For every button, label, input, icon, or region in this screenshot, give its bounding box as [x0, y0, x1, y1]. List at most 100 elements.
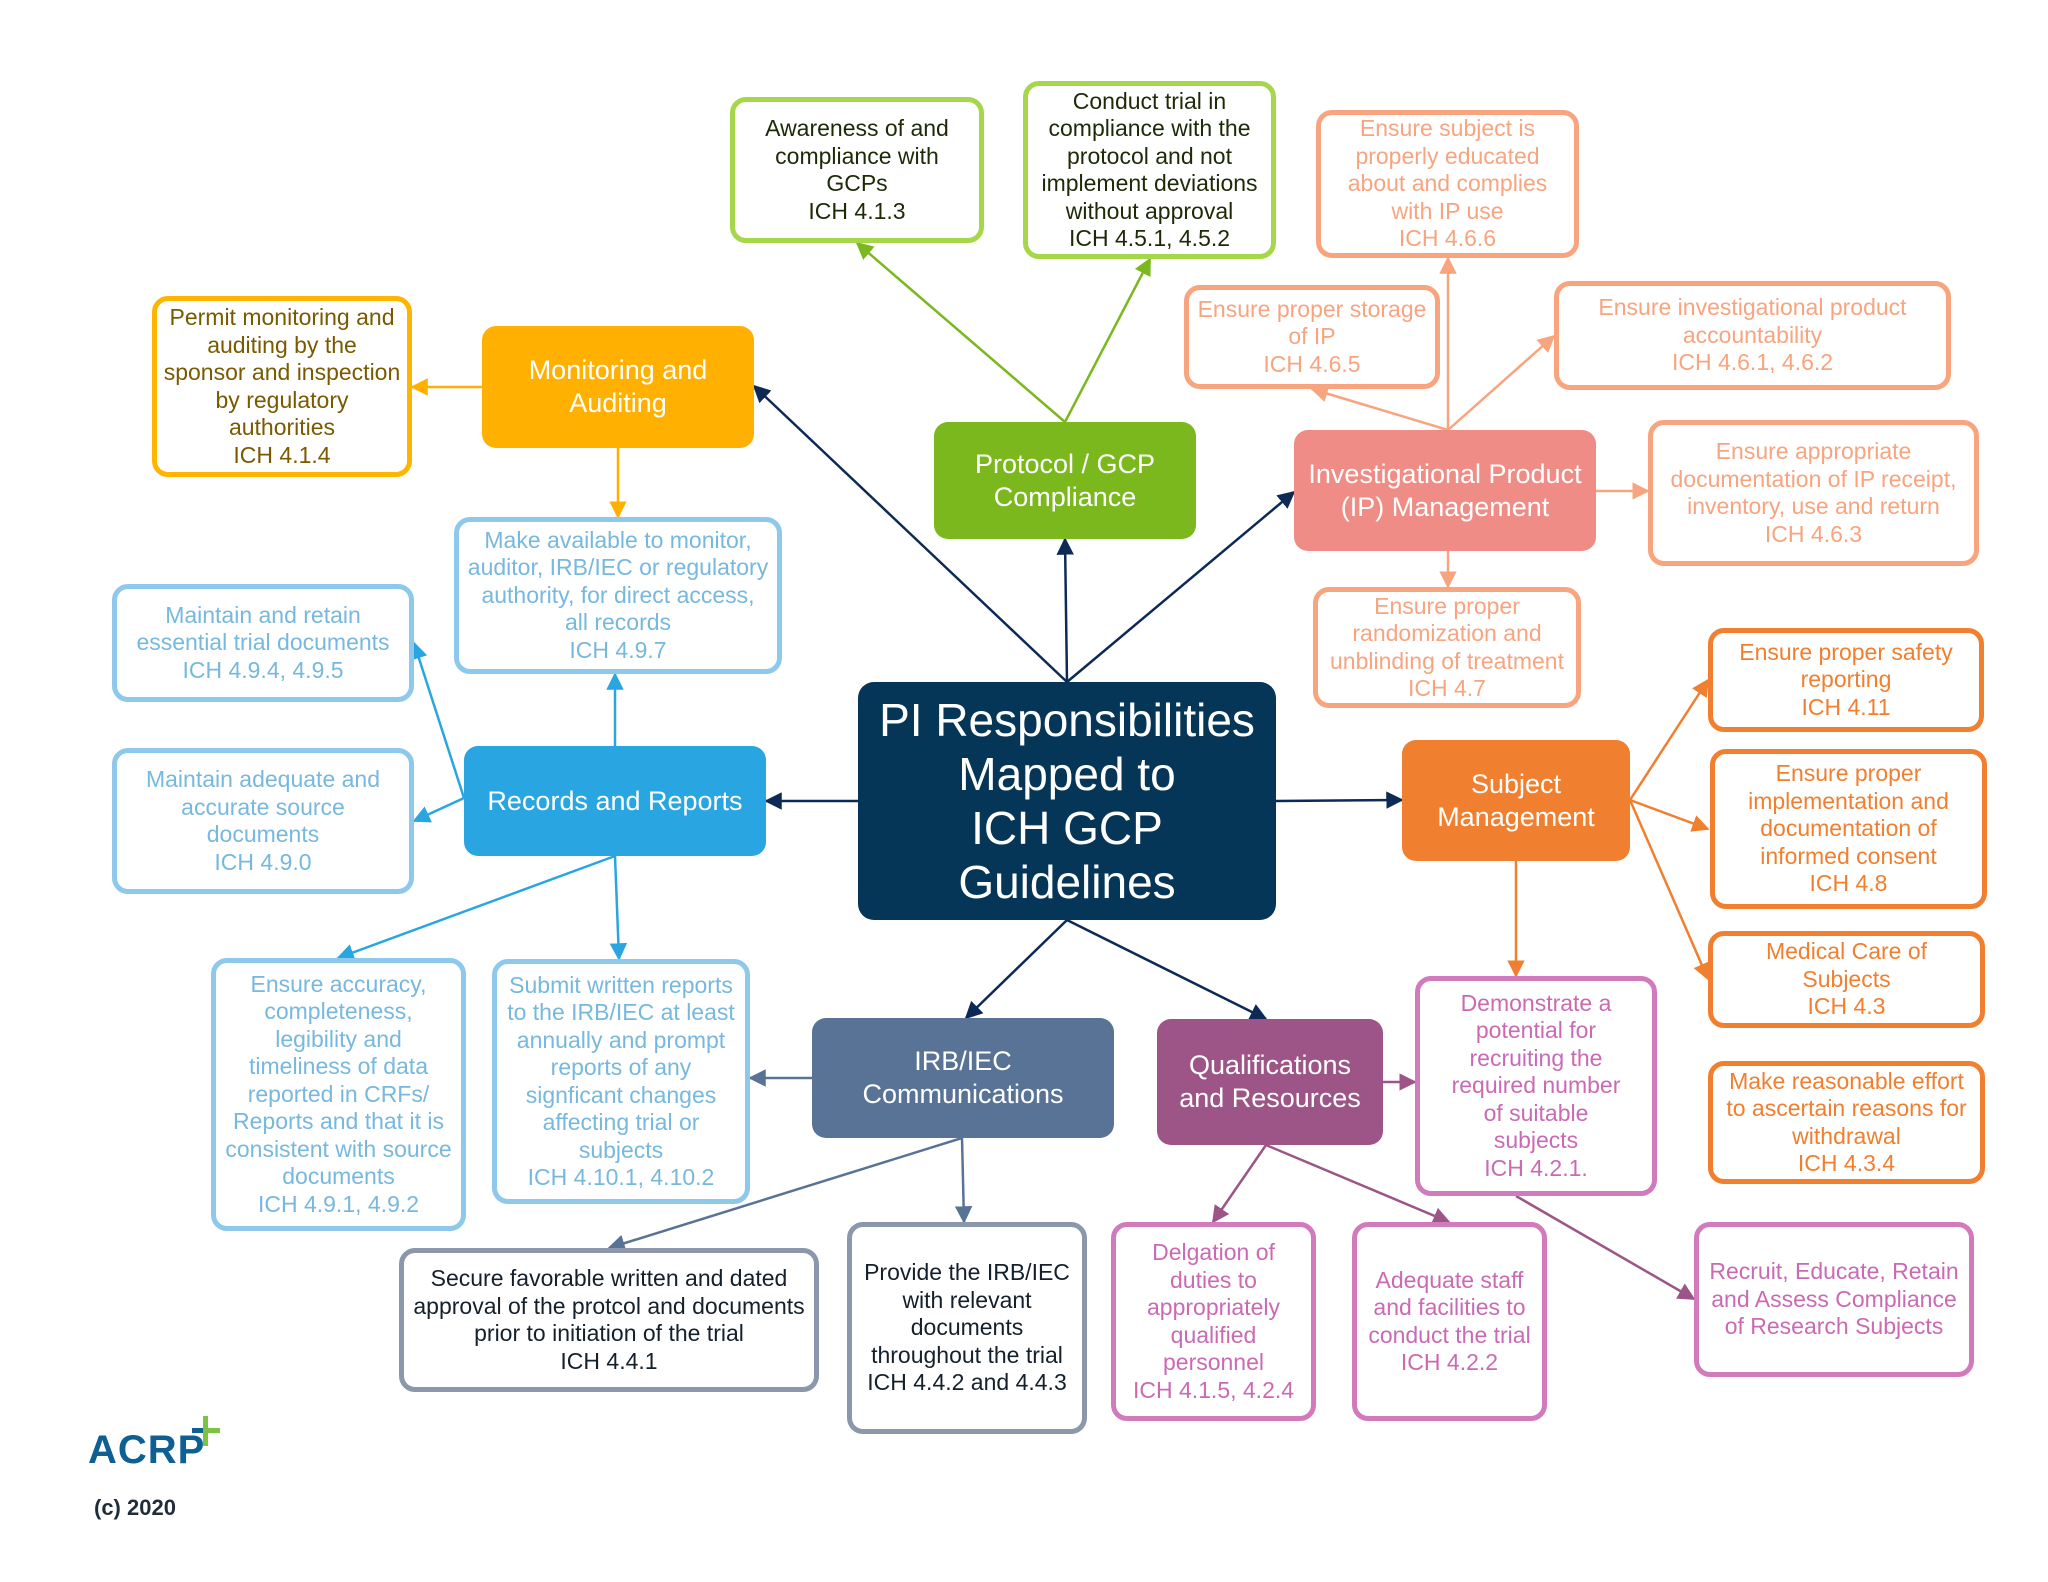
node-text-line: subjects [578, 1136, 664, 1163]
node-text-line: and Resources [1179, 1083, 1361, 1113]
node-text-line: Subjects [1802, 965, 1891, 992]
node-text-line: about and complies [1347, 170, 1548, 197]
node-text-line: essential trial documents [136, 629, 390, 656]
node-text-line: ICH 4.9.4, 4.9.5 [182, 656, 344, 683]
connector-arrow [1628, 799, 1710, 981]
node-text-line: ICH 4.6.5 [1263, 350, 1361, 377]
node-text-line: annually and prompt [516, 1026, 726, 1053]
node-text-line: Conduct trial in [1072, 87, 1227, 114]
node-text-line: duties to [1170, 1266, 1257, 1293]
node-text-line: Guidelines [958, 856, 1176, 908]
node-text-line: ICH 4.2.2 [1400, 1349, 1499, 1375]
node-text-line: Auditing [569, 388, 667, 418]
node-text-line: Communications [862, 1079, 1064, 1109]
connector-arrow [412, 796, 465, 823]
node-text-line: reports of any [550, 1054, 692, 1080]
node-text-line: recruiting the [1469, 1044, 1603, 1071]
node-text-line: Compliance [993, 481, 1137, 512]
node-text-line: required number [1451, 1072, 1621, 1099]
node-text-line: ICH 4.3 [1807, 993, 1886, 1020]
node-text-line: legibility and [275, 1025, 402, 1052]
connector-arrow [336, 854, 616, 961]
node-text-line: GCPs [826, 170, 888, 196]
node-text-line: prior to initiation of the trial [474, 1320, 744, 1346]
node-text-line: conduct the trial [1368, 1321, 1531, 1348]
node-text-line: Management [1437, 801, 1595, 832]
connector-arrow [1629, 798, 1710, 832]
node-text-line: Permit monitoring and [169, 304, 395, 330]
connector-arrow [1310, 385, 1449, 432]
node-text-line: (IP) Management [1340, 491, 1550, 522]
connector-arrow [1211, 1144, 1268, 1224]
node-text-line: Ensure appropriate [1715, 438, 1912, 464]
node-text-line: subjects [1493, 1127, 1579, 1154]
connector-arrow [1275, 791, 1404, 809]
node-text-line: approval of the protcol and documents [413, 1292, 805, 1319]
node-text-line: Mapped to [958, 748, 1176, 800]
node-text-line: Ensure proper safety [1739, 638, 1953, 665]
node-text-line: accountability [1682, 321, 1823, 348]
node-text-line: throughout the trial [871, 1341, 1063, 1368]
node-text-line: ICH 4.9.7 [569, 636, 667, 663]
node-text-line: ICH 4.1.4 [233, 441, 331, 468]
node-text-line: auditing by the [207, 331, 357, 358]
node-text-line: signficant changes [525, 1081, 717, 1108]
connector-arrow [964, 919, 1068, 1020]
node-text-line: with relevant [902, 1286, 1032, 1313]
node-text-line: reported in CRFs/ [247, 1080, 430, 1107]
connector-arrow [855, 241, 1066, 423]
node-text-line: ICH 4.9.0 [214, 848, 312, 875]
node-text-line: Make reasonable effort [1729, 1067, 1964, 1094]
node-text-line: ICH 4.5.1, 4.5.2 [1068, 225, 1231, 251]
node-text-line: PI Responsibilities [879, 694, 1255, 746]
category-node-ip: Investigational Product(IP) Management [1294, 430, 1596, 551]
connector-arrow [1056, 537, 1074, 683]
node-text-line: of IP [1288, 323, 1336, 350]
node-text-line: affecting trial or [542, 1109, 700, 1135]
node-text-line: protocol and not [1067, 142, 1232, 169]
connector-arrow [1515, 1194, 1696, 1301]
connector-arrow [1447, 334, 1556, 431]
node-text-line: Medical Care of [1765, 938, 1928, 965]
node-text-line: ICH 4.2.1. [1484, 1154, 1588, 1181]
node-text-line: ICH 4.3.4 [1797, 1150, 1896, 1176]
node-text-line: with IP use [1391, 197, 1504, 224]
node-text-line: Monitoring and [528, 355, 708, 385]
node-text-line: authority, for direct access, [481, 581, 755, 608]
node-text-line: personnel [1162, 1349, 1265, 1375]
node-text-line: randomization and [1352, 620, 1542, 646]
node-text-line: of suitable [1483, 1099, 1589, 1126]
node-text-line: without approval [1065, 197, 1234, 224]
acrp-logo-text: ACRP [88, 1428, 206, 1472]
node-text-line: authorities [228, 414, 336, 440]
node-text-line: timeliness of data [249, 1053, 428, 1080]
node-text-line: documents [206, 821, 320, 847]
node-text-line: Records and Reports [487, 785, 743, 816]
node-text-line: qualified [1170, 1321, 1257, 1348]
node-text-line: Recruit, Educate, Retain [1709, 1258, 1959, 1285]
node-text-line: documents [282, 1163, 395, 1190]
connector-arrow [1063, 257, 1152, 423]
node-text-line: compliance with [775, 142, 939, 169]
node-text-line: potential for [1475, 1017, 1597, 1044]
node-text-line: ICH 4.1.3 [808, 197, 906, 224]
node-text-line: ICH 4.1.5, 4.2.4 [1132, 1376, 1295, 1403]
connector-arrow [752, 384, 1068, 683]
node-text-line: Ensure subject is [1359, 115, 1536, 142]
node-text-line: and facilities to [1373, 1294, 1526, 1320]
node-text-line: IRB/IEC [914, 1046, 1012, 1076]
